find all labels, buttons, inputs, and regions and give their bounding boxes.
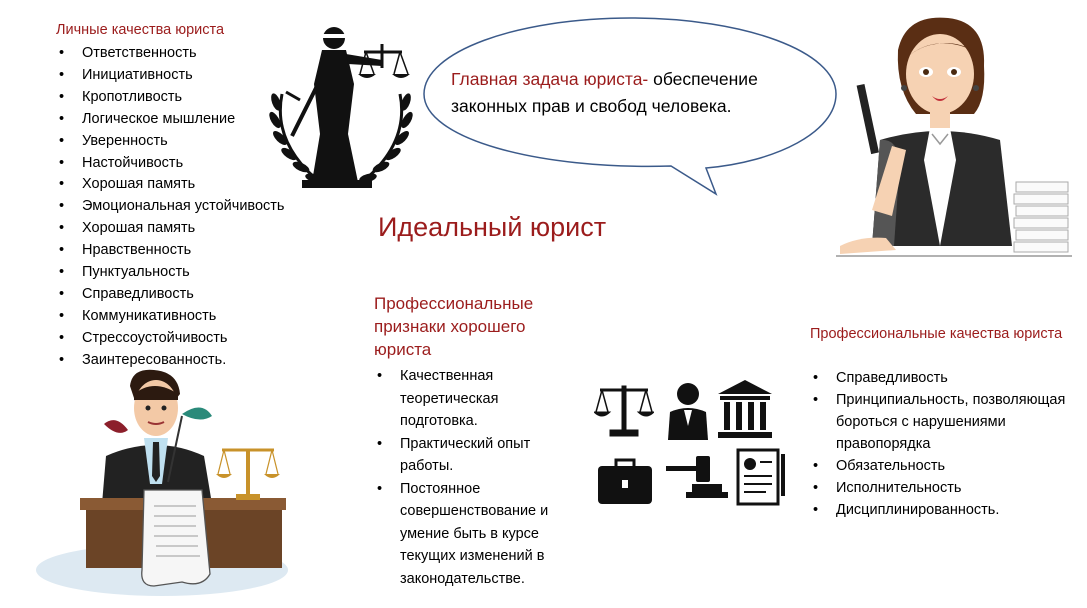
personal-qualities-title: Личные качества юриста bbox=[56, 22, 225, 38]
list-item: Заинтересованность. bbox=[56, 350, 284, 372]
list-item: Справедливость bbox=[56, 284, 284, 306]
man-lawyer-illustration bbox=[36, 369, 288, 596]
list-item: Исполнительность bbox=[810, 477, 1070, 499]
professional-qualities-title: Профессиональные качества юриста bbox=[810, 326, 1063, 342]
list-item: Кропотливость bbox=[56, 87, 284, 109]
main-task-text: Главная задача юриста- обеспечение закон… bbox=[451, 66, 801, 120]
list-item: Пунктуальность bbox=[56, 262, 284, 284]
list-item: Ответственность bbox=[56, 43, 284, 65]
scales-icon bbox=[594, 385, 654, 437]
list-item: Принципиальность, позволяющая бороться с… bbox=[810, 389, 1070, 455]
list-item: Качественная теоретическая подготовка. bbox=[374, 365, 574, 433]
judge-icon bbox=[668, 383, 708, 440]
list-item: Нравственность bbox=[56, 240, 284, 262]
personal-qualities-list: Ответственность Инициативность Кропотлив… bbox=[56, 43, 284, 372]
main-task-rest: обеспечение законных прав и свобод челов… bbox=[451, 69, 758, 116]
courthouse-icon bbox=[718, 380, 772, 438]
gavel-icon bbox=[666, 456, 728, 498]
list-item: Инициативность bbox=[56, 65, 284, 87]
list-item: Справедливость bbox=[810, 367, 1070, 389]
professional-signs-title: Профессиональные признаки хорошего юрист… bbox=[374, 294, 534, 359]
list-item: Настойчивость bbox=[56, 153, 284, 175]
list-item: Хорошая память bbox=[56, 218, 284, 240]
list-item: Практический опыт работы. bbox=[374, 433, 574, 478]
main-task-highlight: Главная задача юриста- bbox=[451, 69, 649, 89]
woman-lawyer-illustration bbox=[836, 17, 1072, 257]
list-item: Логическое мышление bbox=[56, 109, 284, 131]
certificate-icon bbox=[736, 448, 785, 506]
list-item: Хорошая память bbox=[56, 174, 284, 196]
list-item: Коммуникативность bbox=[56, 306, 284, 328]
professional-qualities-list: Справедливость Принципиальность, позволя… bbox=[810, 367, 1070, 521]
list-item: Эмоциональная устойчивость bbox=[56, 196, 284, 218]
list-item: Уверенность bbox=[56, 131, 284, 153]
speech-bubble bbox=[423, 17, 837, 196]
list-item: Постоянное совершенствование и умение бы… bbox=[374, 478, 574, 591]
list-item: Дисциплинированность. bbox=[810, 499, 1070, 521]
page-title: Идеальный юрист bbox=[378, 212, 607, 242]
list-item: Обязательность bbox=[810, 455, 1070, 477]
professional-signs-list: Качественная теоретическая подготовка. П… bbox=[374, 365, 574, 590]
list-item: Стрессоустойчивость bbox=[56, 328, 284, 350]
briefcase-icon bbox=[598, 458, 652, 504]
themis-statue-icon bbox=[269, 27, 413, 188]
